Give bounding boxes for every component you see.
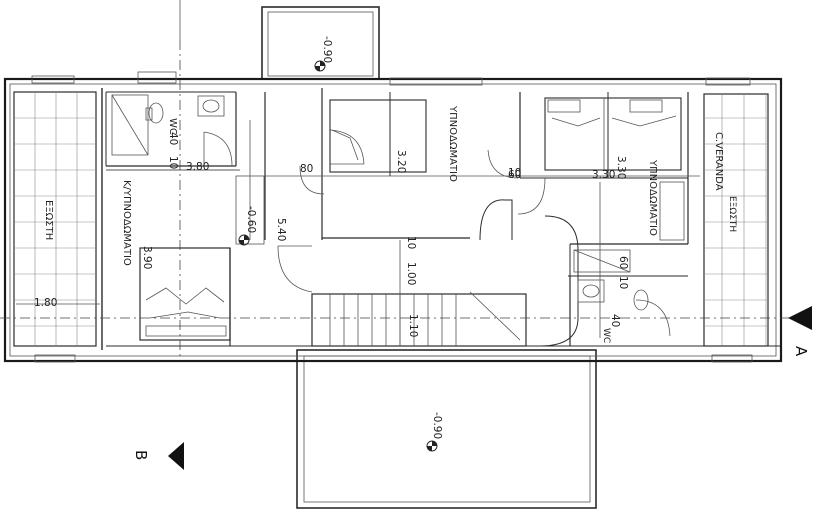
dim-5-40: 5.40 xyxy=(275,218,287,241)
dim-10: 10 xyxy=(405,236,417,249)
dim-10-d: 10 xyxy=(508,167,521,179)
dim-3-90: 3.90 xyxy=(141,246,153,269)
dim-3-30-b: 3.30 xyxy=(615,156,627,179)
dim-3-80: 3.80 xyxy=(186,161,209,173)
room-label-master-bedroom: Κ/ΥΠΝΟΔΩΜΑΤΙΟ xyxy=(121,180,132,266)
windows xyxy=(31,71,753,363)
room-labels: ΥΠΝΟΔΩΜΑΤΙΟ ΥΠΝΟΔΩΜΑΤΙΟ Κ/ΥΠΝΟΔΩΜΑΤΙΟ ΕΞ… xyxy=(43,105,737,343)
dim-1-10: 1.10 xyxy=(407,314,419,337)
room-label-bedroom-top: ΥΠΝΟΔΩΜΑΤΙΟ xyxy=(447,105,458,182)
wc-fixtures xyxy=(111,94,649,311)
section-label-a: A xyxy=(792,346,810,357)
dim-1-00: 1.00 xyxy=(405,262,417,285)
dim-1-80: 1.80 xyxy=(34,297,57,309)
section-lines xyxy=(0,40,792,360)
interior-walls xyxy=(101,88,780,350)
room-label-veranda-right: ΕΞΩΣΤΗ xyxy=(727,196,737,232)
level-labels: -0.90 -0.60 -0.90 xyxy=(245,36,443,439)
level-label-master: -0.60 xyxy=(245,206,257,233)
dim-3-30: 3.30 xyxy=(592,169,615,181)
closets xyxy=(235,175,685,245)
room-label-wc-right: WC xyxy=(601,328,611,343)
section-arrows xyxy=(168,306,812,470)
top-balcony xyxy=(261,6,380,80)
beds xyxy=(139,97,682,341)
room-label-veranda-right-name: C.VERANDA xyxy=(713,132,724,191)
outer-walls xyxy=(3,77,783,363)
right-veranda xyxy=(703,93,769,347)
dim-60-a: 60 xyxy=(508,169,521,181)
dim-40-b: 40 xyxy=(167,132,179,145)
bottom-balcony xyxy=(296,349,597,509)
level-markers xyxy=(238,60,438,452)
level-label-top: -0.90 xyxy=(321,36,333,63)
level-label-bottom: -0.90 xyxy=(431,412,443,439)
dim-10-c: 10 xyxy=(167,156,179,169)
room-label-veranda-left: ΕΞΩΣΤΗ xyxy=(43,200,54,240)
staircase xyxy=(277,199,579,347)
room-label-wc-top: WC xyxy=(167,118,178,135)
dim-60-b: 60 xyxy=(617,256,629,269)
dimension-lines xyxy=(16,0,700,346)
doors xyxy=(203,129,671,337)
dimension-labels: 3.80 80 3.20 60 3.30 3.30 5.40 3.90 1.80… xyxy=(34,132,629,337)
dim-10-b: 10 xyxy=(617,276,629,289)
dim-40: 40 xyxy=(609,314,621,327)
dim-80: 80 xyxy=(300,163,313,175)
section-label-b: B xyxy=(132,450,150,460)
dim-3-20: 3.20 xyxy=(395,150,407,173)
room-label-bedroom-right: ΥΠΝΟΔΩΜΑΤΙΟ xyxy=(647,159,658,236)
section-labels: A B xyxy=(132,346,810,460)
